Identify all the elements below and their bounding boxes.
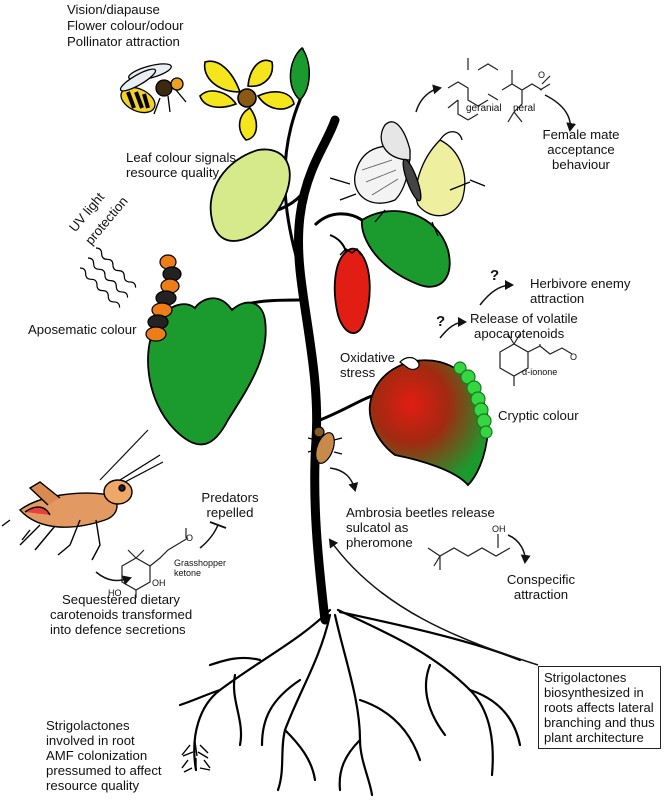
label-sequestered-1: Sequestered dietary xyxy=(62,592,181,607)
label-ambrosia-2: sulcatol as xyxy=(346,520,409,535)
chem-oh-2: OH xyxy=(492,524,506,534)
label-predators-1: Predators xyxy=(201,490,259,505)
label-release-2: apocarotenoids xyxy=(474,326,565,341)
uv-light-waves xyxy=(79,247,137,308)
label-ambrosia-1: Ambrosia beetles release xyxy=(346,505,495,520)
chem-gk-2: ketone xyxy=(174,568,202,578)
grasshopper-illustration xyxy=(1,454,164,561)
chem-oh-1: OH xyxy=(152,578,166,588)
roots xyxy=(178,608,522,797)
chem-neral: neral xyxy=(513,103,536,114)
chem-geranial: geranial xyxy=(466,103,502,114)
chem-o-3: O xyxy=(186,533,194,543)
label-predators-2: repelled xyxy=(206,505,254,520)
label-sequestered-3: into defence secretions xyxy=(50,622,186,637)
label-cryptic: Cryptic colour xyxy=(498,408,579,423)
yellow-flower xyxy=(199,59,295,141)
label-pollinator: Pollinator attraction xyxy=(67,34,180,49)
top-leaf xyxy=(289,46,310,102)
question-mark-2: ? xyxy=(436,313,446,330)
butterflies-illustration xyxy=(329,121,486,237)
chem-alpha-ionone: α-ionone xyxy=(522,367,558,377)
alpha-ionone-structure xyxy=(499,333,573,386)
chem-o-1: O xyxy=(538,70,546,80)
stressed-leaf xyxy=(368,359,489,487)
root-hair-tuft xyxy=(181,741,211,773)
repel-inhibit-line xyxy=(199,524,219,549)
arrows xyxy=(95,84,577,666)
strigo-box-line-1: Strigolactones xyxy=(544,670,627,685)
label-aposematic: Aposematic colour xyxy=(28,322,137,337)
question-mark-1: ? xyxy=(490,267,500,284)
chem-ho: HO xyxy=(108,588,122,598)
strigo-box-line-3: roots affects lateral xyxy=(544,700,654,715)
label-leaf-colour-1: Leaf colour signals xyxy=(126,150,236,165)
ambrosia-beetle xyxy=(307,426,343,467)
green-caterpillar xyxy=(453,361,493,439)
label-flower-colour: Flower colour/odour xyxy=(67,18,184,33)
orange-caterpillar xyxy=(145,254,182,342)
label-vision: Vision/diapause xyxy=(67,2,160,17)
label-oxidative-1: Oxidative xyxy=(340,350,395,365)
pale-leaf xyxy=(209,148,291,242)
geranial-neral-structures xyxy=(447,58,551,123)
sulcatol-structure xyxy=(427,534,511,570)
label-leaf-colour-2: resource quality xyxy=(126,165,220,180)
label-conspecific-2: attraction xyxy=(513,587,569,602)
red-fruit xyxy=(333,247,371,334)
strigolactones-box: Strigolactones biosynthesized in roots a… xyxy=(538,666,661,749)
label-female-mate-2: acceptance xyxy=(547,142,615,157)
label-ambrosia-3: pheromone xyxy=(346,535,413,550)
chem-gk-1: Grasshopper xyxy=(174,558,227,568)
label-strigo-left-4: pressumed to affect xyxy=(46,763,162,778)
label-sequestered-2: carotenoids transformed xyxy=(50,607,193,622)
label-female-mate-1: Female mate xyxy=(542,127,620,142)
label-oxidative-2: stress xyxy=(340,365,376,380)
strigo-box-line-2: biosynthesized in xyxy=(544,685,644,700)
right-upper-leaf xyxy=(361,210,451,288)
label-herbivore-2: attraction xyxy=(530,291,585,306)
left-large-leaf xyxy=(147,297,267,446)
label-conspecific-1: Conspecific xyxy=(506,572,576,587)
chem-o-2: O xyxy=(570,352,578,362)
bee-illustration xyxy=(119,63,187,115)
label-strigo-left-2: involved in root xyxy=(46,733,135,748)
label-female-mate-3: behaviour xyxy=(552,157,610,172)
label-strigo-left-1: Strigolactones xyxy=(46,718,130,733)
label-strigo-left-5: resource quality xyxy=(46,778,140,793)
label-strigo-left-3: AMF colonization xyxy=(46,748,148,763)
strigo-box-line-5: plant architecture xyxy=(544,730,644,745)
label-herbivore-1: Herbivore enemy xyxy=(530,276,631,291)
label-release-1: Release of volatile xyxy=(470,311,578,326)
strigo-box-line-4: branching and thus xyxy=(544,715,655,730)
